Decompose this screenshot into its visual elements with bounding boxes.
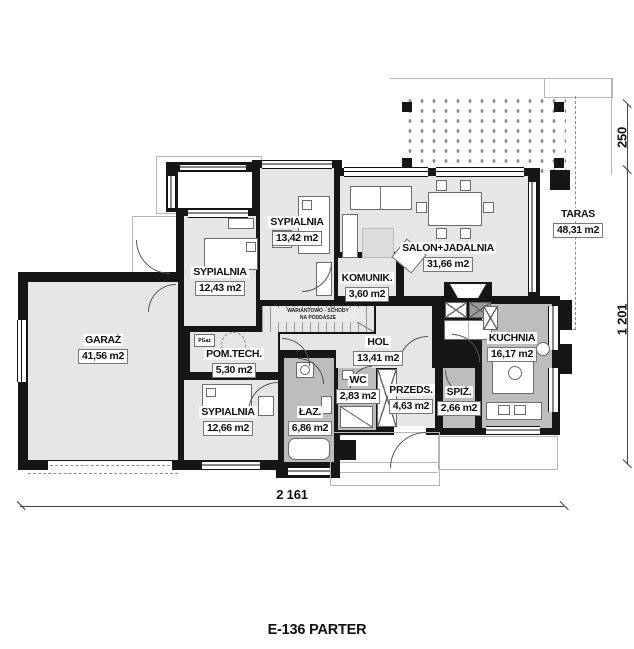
shower (340, 406, 373, 428)
pergola-post (554, 102, 564, 112)
chair (460, 180, 471, 191)
terrace-pillar (560, 344, 572, 374)
dimension-line-bottom (20, 506, 564, 507)
pergola-post (554, 158, 564, 168)
room-label-taras: TARAS 48,31 m2 (544, 204, 612, 238)
entrance-porch (330, 432, 440, 486)
pergola-grid (404, 96, 566, 174)
sofa (350, 186, 412, 210)
window (17, 320, 27, 382)
room-label-laz: ŁAZ. 6,86 m2 (282, 402, 338, 436)
sink (514, 405, 526, 415)
room-label-sypialnia-2: SYPIALNIA 13,42 m2 (268, 216, 326, 246)
room-przeds (397, 368, 435, 428)
cooktop (483, 306, 498, 330)
window (288, 467, 330, 476)
room-label-wc: WC 2,83 m2 (334, 370, 382, 404)
porch-post (336, 440, 356, 460)
room-label-hol: HOL 13,41 m2 (328, 332, 428, 366)
dimension-right-top-label: 250 (614, 126, 630, 149)
room-label-kuchnia: KUCHNIA 16,17 m2 (486, 332, 538, 362)
window (180, 164, 246, 171)
window (486, 426, 540, 435)
pillow (246, 242, 256, 252)
window (548, 368, 559, 412)
window (548, 306, 559, 350)
chair (436, 180, 447, 191)
pergola-post (402, 102, 412, 112)
sofa (342, 214, 358, 258)
window (344, 167, 428, 177)
porch-step (340, 472, 438, 473)
bathtub (288, 438, 330, 460)
dining-table (428, 192, 482, 226)
paving-outline (438, 436, 558, 470)
room-label-garaz: GARAŻ 41,56 m2 (43, 330, 163, 364)
driveway-dash (28, 473, 178, 474)
window (188, 209, 248, 218)
room-label-sypialnia-3: SYPIALNIA 12,66 m2 (199, 406, 257, 436)
chimney-flue (445, 302, 467, 318)
fireplace-divider (468, 321, 469, 339)
dimension-right-main-label: 1 201 (614, 303, 630, 336)
stool (508, 366, 522, 380)
roof-line (611, 78, 612, 175)
pergola-post (550, 170, 570, 190)
room-label-salon: SALON+JADALNIA 31,66 m2 (400, 242, 496, 272)
chair (460, 228, 471, 239)
entrance-opening (394, 426, 426, 436)
washbasin (321, 396, 332, 414)
garage-door-dash (50, 465, 170, 466)
stairs-note: WARIANTOWO - SCHODY NA PODDASZE (272, 308, 364, 322)
chair (436, 228, 447, 239)
terrace-pillar (560, 300, 572, 330)
dimension-bottom-label: 2 161 (276, 487, 308, 502)
window (202, 461, 260, 470)
roof-line (390, 78, 612, 79)
chair (416, 202, 427, 213)
pillow (302, 200, 312, 210)
pillow (206, 388, 216, 397)
room-label-przeds: PRZEDS. 4,63 m2 (387, 384, 435, 414)
room-label-pom-tech: POM.TECH. 5,30 m2 (204, 348, 264, 378)
terrace-step-outline (544, 78, 613, 98)
window (167, 176, 176, 208)
page-title: E-136 PARTER (267, 622, 367, 638)
terrace-glazing (528, 182, 537, 292)
chair (483, 202, 494, 213)
room-label-spiz: SPIŻ. 2,66 m2 (436, 382, 482, 416)
dimension-line-right (627, 104, 628, 464)
sink (498, 405, 510, 415)
room-label-komunik: KOMUNIK. 3,60 m2 (339, 272, 395, 302)
gas-boiler: PGaz (194, 334, 215, 347)
pergola-post (402, 158, 412, 168)
room-label-sypialnia-1: SYPIALNIA 12,43 m2 (191, 266, 249, 296)
fireplace-opening (450, 284, 486, 298)
window (436, 167, 524, 177)
window (262, 160, 332, 169)
desk (228, 218, 254, 229)
rug (362, 228, 394, 258)
porch-step (340, 462, 438, 463)
